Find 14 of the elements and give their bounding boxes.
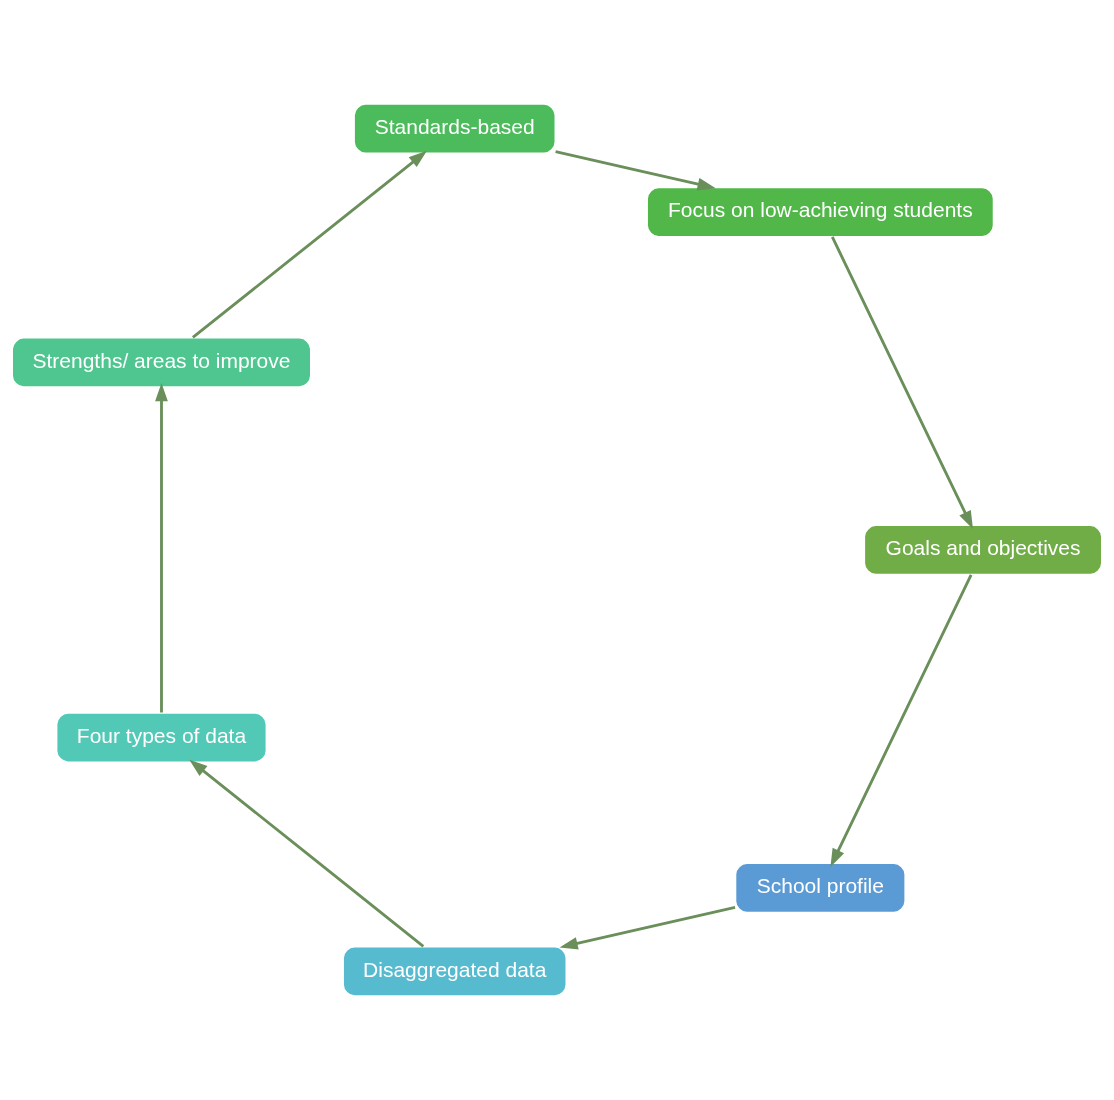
node-box: School profile <box>734 862 907 914</box>
node-box: Focus on low-achieving students <box>646 186 995 238</box>
node-box: Strengths/ areas to improve <box>11 336 312 389</box>
arrow <box>155 383 168 713</box>
node-box: Disaggregated data <box>342 945 568 998</box>
node-box: Goals and objectives <box>863 524 1103 576</box>
node-box: Standards-based <box>353 102 557 155</box>
arrow <box>192 150 427 339</box>
node-box: Four types of data <box>55 711 268 764</box>
arrow <box>559 905 736 950</box>
arrow <box>830 574 973 867</box>
arrow <box>189 759 425 948</box>
arrow <box>831 236 973 530</box>
arrow <box>555 150 716 191</box>
